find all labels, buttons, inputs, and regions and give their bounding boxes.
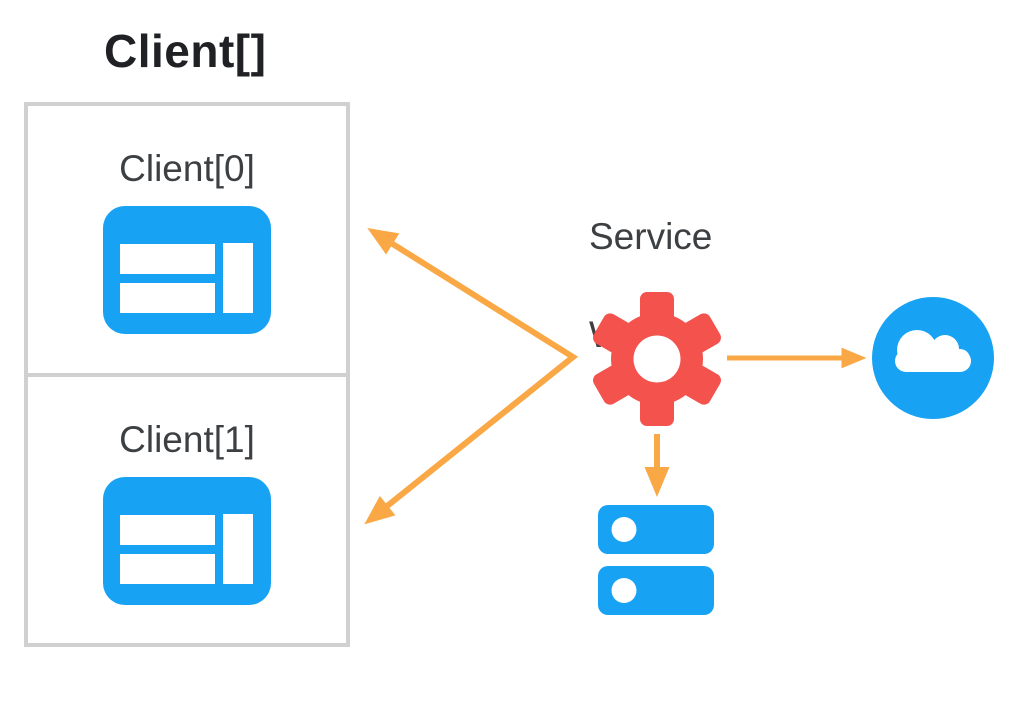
client-array-box: Client[0] Client[1] — [24, 102, 350, 647]
diagram-title: Client[] — [104, 25, 267, 77]
client-0-cell: Client[0] — [28, 106, 346, 373]
browser-window-icon — [103, 206, 271, 334]
server-stack-icon — [598, 505, 715, 616]
arrow-service-worker-to-clients — [364, 228, 579, 525]
client-1-cell: Client[1] — [28, 377, 346, 643]
cloud-icon — [872, 297, 994, 419]
client-box-divider — [28, 373, 346, 377]
gear-icon — [589, 291, 725, 427]
service-worker-label-line1: Service — [589, 216, 713, 257]
client-1-label: Client[1] — [119, 419, 255, 460]
browser-window-icon — [103, 477, 271, 605]
client-0-label: Client[0] — [119, 148, 255, 189]
